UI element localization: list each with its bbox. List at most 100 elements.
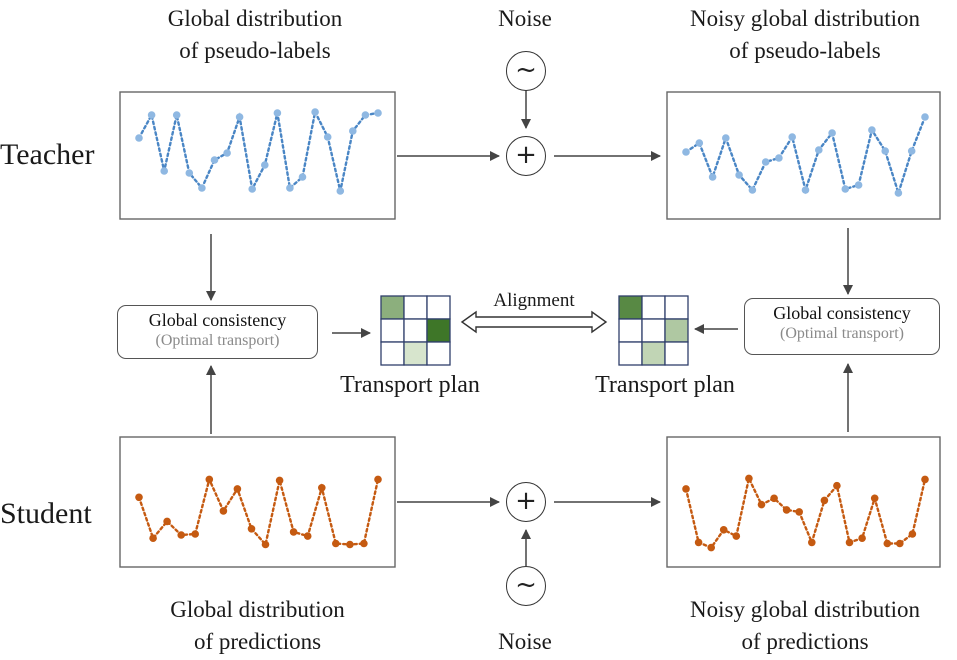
teacher-noisy-caption-line2: of pseudo-labels [729, 38, 881, 63]
noise-bottom-label: Noise [498, 629, 552, 654]
student-prediction-point [149, 534, 157, 542]
teacher-pseudo-label-point [349, 127, 357, 135]
teacher-noisy-point [815, 146, 823, 154]
transport-cell [403, 341, 428, 366]
teacher-pseudo-label-point [248, 185, 256, 193]
teacher-noisy-point [921, 113, 929, 121]
student-prediction-point [233, 485, 242, 493]
teacher-noisy-point [881, 147, 889, 155]
transport-cell [618, 341, 643, 366]
student-noisy-point [782, 506, 791, 514]
teacher-noisy-point [748, 186, 757, 194]
transport-plan-right-label: Transport plan [595, 372, 735, 398]
noise-top-icon: ~ [506, 51, 546, 91]
student-prediction-point [332, 539, 340, 548]
teacher-pseudo-label-point [172, 111, 181, 119]
transport-cell [403, 318, 428, 343]
student-prediction-series [135, 475, 382, 549]
teacher-pseudo-label-point [198, 184, 206, 192]
student-prediction-point [191, 530, 199, 538]
teacher-pseudo-label-point [311, 108, 319, 116]
student-noisy-point [757, 500, 766, 509]
student-noisy-point [820, 496, 829, 505]
student-noisy-point [921, 475, 929, 484]
student-noisy-point [896, 539, 904, 548]
transport-cell [641, 295, 666, 320]
noise-top-label: Noise [498, 6, 552, 31]
student-prediction-point [275, 476, 284, 485]
student-prediction-point [346, 540, 354, 549]
teacher-noisy-point [828, 129, 836, 137]
transport-cell [618, 318, 643, 343]
teacher-noisy-point [801, 186, 810, 194]
global-consistency-left-subtitle: (Optimal transport) [155, 332, 280, 349]
student-prediction-point [247, 525, 256, 533]
student-prediction-point [303, 532, 312, 540]
student-noisy-point [833, 481, 841, 490]
student-noisy-series [682, 474, 929, 552]
teacher-noisy-point [775, 154, 783, 162]
global-consistency-right-title: Global consistency [773, 303, 911, 323]
teacher-noisy-point [907, 147, 916, 155]
teacher-pseudo-label-point [210, 156, 219, 164]
teacher-noisy-point [682, 148, 690, 156]
teacher-noisy-point [841, 185, 850, 193]
teacher-noisy-point [854, 181, 863, 189]
teacher-pseudo-label-point [361, 111, 370, 119]
transport-cell [426, 295, 451, 320]
student-noisy-point [694, 538, 703, 547]
teacher-pseudo-label-point [185, 169, 194, 177]
student-source-caption-line1: Global distribution [170, 597, 345, 622]
alignment-label: Alignment [493, 290, 575, 311]
teacher-pseudo-label-point [135, 134, 143, 142]
teacher-noisy-point [695, 139, 704, 147]
alignment-double-arrow [460, 310, 608, 334]
student-noisy-point [795, 508, 803, 516]
student-source-plot [119, 436, 396, 568]
student-noisy-point [858, 534, 866, 542]
teacher-noisy-caption-line1: Noisy global distribution [690, 6, 920, 31]
student-prediction-point [219, 507, 228, 515]
teacher-noisy-caption: Noisy global distribution of pseudo-labe… [650, 3, 957, 67]
teacher-pseudo-label-point [223, 149, 231, 157]
student-label: Student [0, 497, 92, 530]
teacher-label: Teacher [0, 138, 95, 171]
teacher-noisy-point [788, 133, 796, 141]
global-consistency-right-subtitle: (Optimal transport) [780, 325, 904, 342]
student-noisy-point [732, 532, 741, 540]
transport-cell [664, 341, 689, 366]
student-prediction-point [360, 539, 368, 548]
teacher-pseudo-label-point [323, 133, 332, 141]
global-consistency-right: Global consistency (Optimal transport) [744, 298, 940, 355]
student-noisy-caption-line1: Noisy global distribution [690, 597, 920, 622]
noise-bottom-icon: ~ [506, 566, 546, 606]
transport-cell [403, 295, 428, 320]
teacher-source-caption: Global distribution of pseudo-labels [120, 3, 390, 67]
teacher-pseudo-label-line [137, 108, 380, 193]
student-prediction-point [289, 528, 298, 536]
teacher-pseudo-label-point [273, 109, 282, 117]
student-noisy-point [719, 526, 728, 534]
teacher-noisy-point [722, 134, 730, 142]
plus-operator-bottom: + [506, 482, 546, 522]
transport-cell [426, 341, 451, 366]
teacher-noisy-point [735, 171, 743, 179]
teacher-pseudo-label-point [286, 184, 294, 192]
teacher-pseudo-label-point [160, 167, 168, 175]
teacher-pseudo-label-point [147, 111, 156, 119]
transport-cell [641, 318, 666, 343]
student-noisy-caption-line2: of predictions [741, 629, 869, 654]
student-noisy-caption: Noisy global distribution of predictions [650, 594, 957, 658]
teacher-pseudo-label-series [135, 108, 382, 195]
global-consistency-left: Global consistency (Optimal transport) [117, 305, 318, 359]
transport-plan-right [618, 295, 689, 366]
student-noisy-point [908, 530, 917, 538]
student-prediction-point [205, 475, 214, 484]
student-prediction-point [261, 540, 270, 549]
transport-cell [664, 295, 689, 320]
global-consistency-left-title: Global consistency [148, 310, 287, 330]
student-noisy-point [883, 539, 892, 548]
student-noisy-point [808, 538, 816, 547]
